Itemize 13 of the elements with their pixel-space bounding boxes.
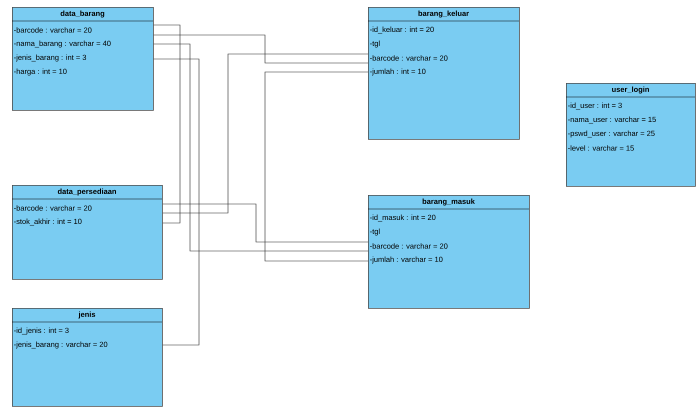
entity-table (12, 185, 163, 280)
connector-line (154, 24, 180, 224)
entity-table (368, 195, 530, 309)
entity-table (566, 83, 696, 187)
connector-line (264, 72, 368, 262)
entity-table (12, 7, 154, 111)
connector-line (162, 54, 368, 214)
connector-line (162, 204, 368, 242)
connector-line (154, 58, 200, 346)
connector-line (154, 44, 368, 252)
entity-table (12, 308, 163, 407)
connector-line (154, 34, 368, 64)
entity-table (368, 7, 520, 140)
